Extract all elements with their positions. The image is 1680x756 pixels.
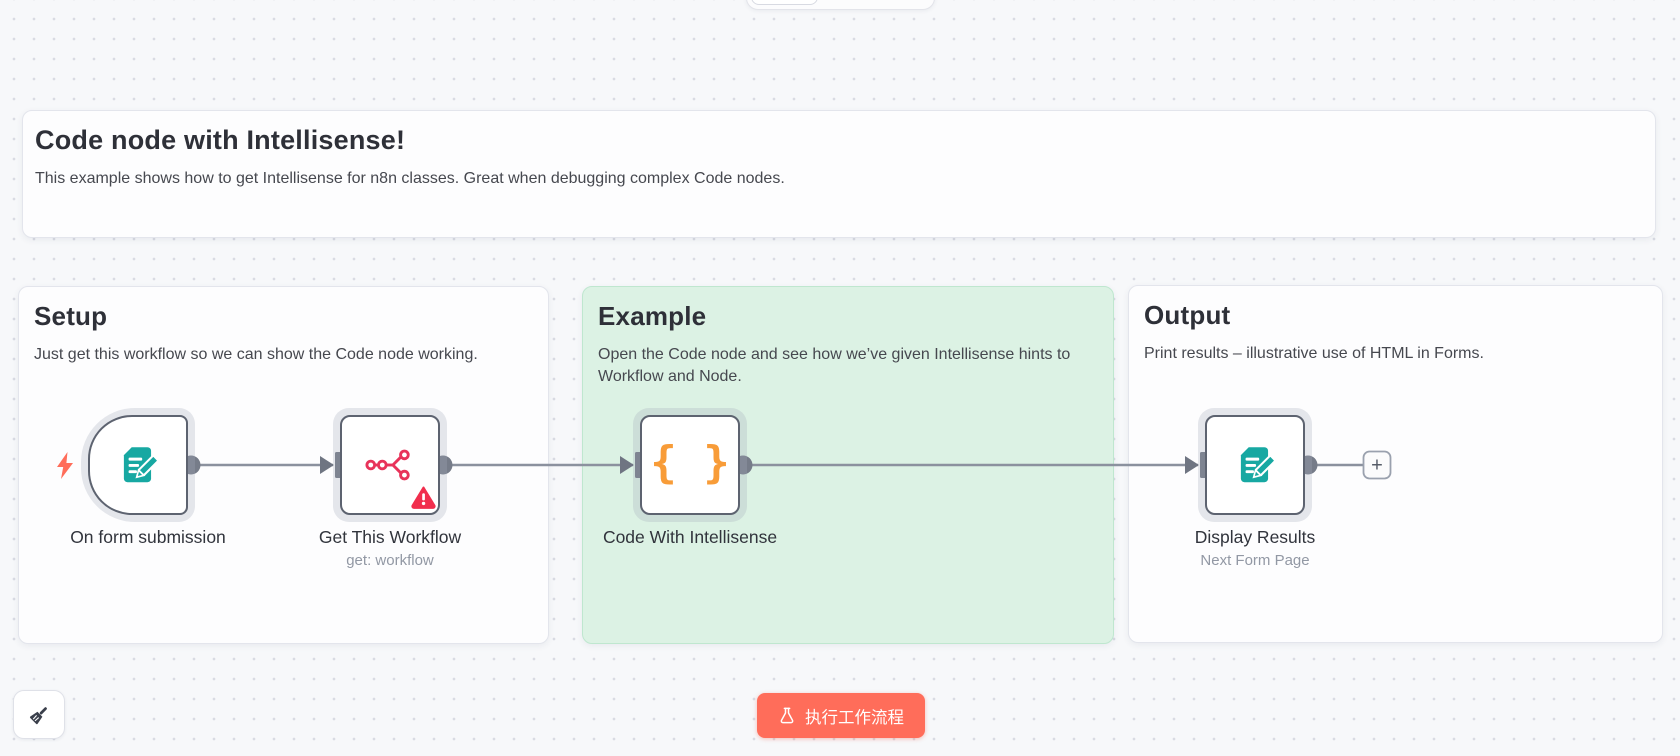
example-note-body: Open the Code node and see how we’ve giv… [598, 346, 1071, 385]
input-arrow-code [620, 456, 634, 474]
node-subtitle-get-this-workflow: get: workflow [346, 552, 434, 569]
node-label-display-results: Display Results [1194, 527, 1316, 547]
add-node-button[interactable]: + [1362, 450, 1392, 480]
warning-icon [411, 486, 436, 509]
tab-evaluations[interactable]: 评估 [876, 0, 930, 5]
input-arrow-display-results [1185, 456, 1199, 474]
node-label-code-with-intellisense: Code With Intellisense [602, 527, 778, 547]
output-note-body: Print results – illustrative use of HTML… [1144, 345, 1484, 362]
header-note-body: This example shows how to get Intellisen… [35, 170, 785, 187]
header-note-title: Code node with Intellisense! [35, 125, 406, 155]
execute-workflow-button[interactable]: 执行工作流程 [757, 693, 925, 738]
code-braces-icon: { } [650, 436, 730, 488]
editor-tabbar: 编辑器 执行 评估 [746, 0, 936, 10]
output-note-title: Output [1144, 300, 1231, 330]
trigger-lightning-icon [57, 452, 73, 479]
n8n-workflow-icon [365, 449, 410, 481]
node-on-form-submission[interactable] [81, 408, 195, 522]
node-get-this-workflow[interactable] [333, 408, 447, 522]
tidy-up-button[interactable] [13, 690, 65, 739]
node-display-results[interactable] [1198, 408, 1312, 522]
execute-workflow-label: 执行工作流程 [805, 708, 904, 727]
tab-executions[interactable]: 执行 [820, 0, 874, 5]
sticky-note-header[interactable]: Code node with Intellisense! This exampl… [22, 110, 1656, 238]
setup-note-title: Setup [34, 301, 108, 331]
node-code-with-intellisense[interactable]: { } [633, 408, 747, 522]
plus-icon: + [1371, 455, 1383, 477]
node-label-get-this-workflow: Get This Workflow [318, 527, 462, 547]
flask-icon [780, 707, 794, 724]
example-note-title: Example [598, 301, 707, 331]
tab-editor[interactable]: 编辑器 [751, 0, 819, 5]
form-icon [1240, 447, 1277, 483]
input-arrow-get-workflow [320, 456, 334, 474]
node-label-on-form-submission: On form submission [70, 527, 226, 547]
node-subtitle-display-results: Next Form Page [1200, 552, 1310, 569]
form-icon [123, 447, 160, 483]
setup-note-body: Just get this workflow so we can show th… [34, 346, 478, 363]
broom-icon [30, 706, 47, 724]
